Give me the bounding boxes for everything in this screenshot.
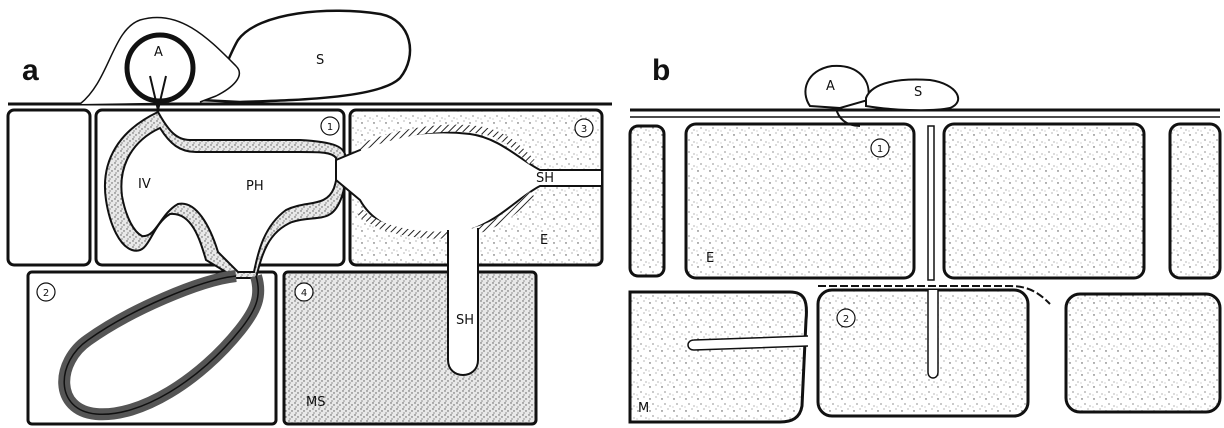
cell-number-2-b: 2 (837, 309, 855, 327)
label-appressorium-a: A (154, 45, 163, 60)
label-secondary-hypha-lower-a: SH (456, 313, 474, 328)
epidermal-cell-mid-b (944, 124, 1144, 278)
cell-2-b (818, 290, 1028, 416)
spore-a (200, 11, 410, 102)
mesophyll-cell-right-b (1066, 294, 1220, 412)
mesophyll-cell-left-b (630, 292, 806, 422)
cell-number-3-a: 3 (575, 119, 593, 137)
spore-b (866, 80, 958, 111)
appressorium-b (805, 66, 868, 108)
svg-text:4: 4 (301, 288, 307, 299)
panel-b: b A S E M 1 2 (630, 54, 1220, 422)
label-secondary-hypha-upper-a: SH (536, 171, 554, 186)
label-appressorium-b: A (826, 79, 835, 94)
svg-text:2: 2 (843, 314, 849, 325)
secondary-hypha-lower-a (448, 228, 478, 375)
cell-number-1-b: 1 (871, 139, 889, 157)
label-spore-b: S (914, 85, 922, 100)
label-spore-a: S (316, 53, 324, 68)
label-mesophyll-b: M (638, 401, 649, 416)
panel-a: a A S IV PH SH E SH (8, 11, 612, 424)
svg-text:1: 1 (877, 144, 883, 155)
hypha-into-cell-2-b (928, 290, 938, 378)
label-primary-hypha-a: PH (246, 179, 264, 194)
label-mesophyll-a: MS (306, 395, 325, 410)
svg-text:3: 3 (581, 124, 587, 135)
label-epidermis-a: E (540, 233, 548, 248)
epidermal-cell-left-a (8, 110, 90, 265)
intercellular-hypha-b (928, 126, 934, 280)
label-epidermis-b: E (706, 251, 714, 266)
cell-number-2-a: 2 (37, 283, 55, 301)
epidermal-cell-left-b (630, 126, 664, 276)
panel-a-letter: a (22, 54, 39, 87)
epidermal-cell-right-b (1170, 124, 1220, 278)
label-infection-vesicle-a: IV (138, 177, 151, 192)
cell-number-1-a: 1 (321, 117, 339, 135)
svg-text:1: 1 (327, 122, 333, 133)
panel-b-letter: b (652, 54, 670, 87)
svg-text:2: 2 (43, 288, 49, 299)
cell-number-4-a: 4 (295, 283, 313, 301)
